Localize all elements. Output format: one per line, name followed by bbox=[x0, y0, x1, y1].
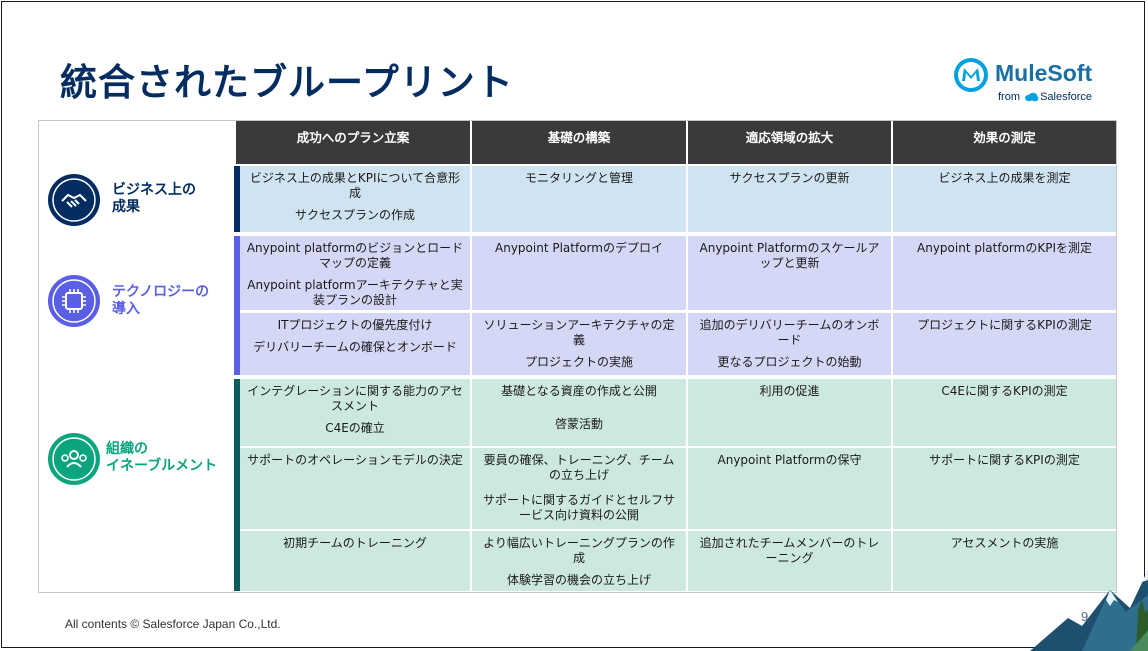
table-cell: サクセスプランの更新 bbox=[688, 166, 891, 232]
enablement-label-line1: 組織の bbox=[106, 441, 148, 457]
logo-from-text: from bbox=[998, 91, 1020, 103]
table-cell: Anypoint Platformのデプロイ bbox=[472, 236, 686, 310]
cell-item: C4Eの確立 bbox=[325, 421, 385, 435]
cell-item: 更なるプロジェクトの始動 bbox=[717, 355, 862, 369]
business-accent-bar bbox=[234, 166, 240, 232]
technology-label-line2: 導入 bbox=[112, 301, 140, 317]
header-foundation: 基礎の構築 bbox=[472, 121, 686, 164]
cell-item: ビジネス上の成果とKPIについて合意形成 bbox=[249, 171, 461, 200]
header-planning: 成功へのプラン立案 bbox=[236, 121, 470, 164]
table-cell: プロジェクトに関するKPIの測定 bbox=[893, 313, 1116, 375]
cell-item: デリバリーチームの確保とオンボード bbox=[253, 340, 457, 354]
table-cell: Anypoint Platformの保守 bbox=[688, 448, 891, 529]
table-cell: サポートのオペレーションモデルの決定 bbox=[240, 448, 470, 529]
cell-item: ソリューションアーキテクチャの定義 bbox=[483, 318, 675, 347]
blueprint-table bbox=[38, 120, 1117, 593]
table-cell: アセスメントの実施 bbox=[893, 531, 1116, 591]
technology-accent-bar bbox=[234, 236, 240, 375]
header-measurement: 効果の測定 bbox=[893, 121, 1116, 164]
salesforce-cloud-icon bbox=[1025, 92, 1039, 102]
table-cell: 基礎となる資産の作成と公開 啓蒙活動 bbox=[472, 379, 686, 446]
technology-label: テクノロジーの 導入 bbox=[112, 284, 209, 318]
cell-item: Anypoint platformのKPIを測定 bbox=[917, 241, 1092, 255]
mountain-illustration-icon bbox=[1030, 570, 1148, 651]
table-cell: ビジネス上の成果とKPIについて合意形成 サクセスプランの作成 bbox=[240, 166, 470, 232]
table-cell: インテグレーションに関する能力のアセスメント C4Eの確立 bbox=[240, 379, 470, 446]
cell-item: サポートに関するKPIの測定 bbox=[929, 453, 1080, 467]
cell-item: 追加のデリバリーチームのオンボード bbox=[699, 318, 880, 347]
cell-item: インテグレーションに関する能力のアセスメント bbox=[247, 384, 463, 413]
cell-item: 啓蒙活動 bbox=[554, 417, 603, 431]
cell-item: Anypoint platformアーキテクチャと実装プランの設計 bbox=[247, 278, 463, 307]
slide-title: 統合されたブループリント bbox=[60, 61, 514, 104]
cell-item: アセスメントの実施 bbox=[950, 536, 1059, 550]
technology-label-line1: テクノロジーの bbox=[112, 284, 210, 300]
enablement-accent-bar bbox=[234, 379, 240, 591]
table-cell: Anypoint platformのKPIを測定 bbox=[893, 236, 1116, 310]
chip-icon bbox=[48, 275, 100, 327]
table-cell: 要員の確保、トレーニング、チームの立ち上げ サポートに関するガイドとセルフサービ… bbox=[472, 448, 686, 529]
cell-item: Anypoint Platformの保守 bbox=[717, 453, 862, 467]
mulesoft-logo: MuleSoft from Salesforce bbox=[953, 55, 1103, 107]
business-label: ビジネス上の 成果 bbox=[112, 182, 196, 216]
logo-name: MuleSoft bbox=[995, 60, 1093, 86]
cell-item: Anypoint Platformのスケールアップと更新 bbox=[699, 241, 880, 270]
cell-item: 基礎となる資産の作成と公開 bbox=[501, 384, 657, 398]
cell-item: プロジェクトに関するKPIの測定 bbox=[917, 318, 1092, 332]
cell-item: サクセスプランの更新 bbox=[729, 171, 850, 185]
table-cell: ソリューションアーキテクチャの定義 プロジェクトの実施 bbox=[472, 313, 686, 375]
table-cell: ITプロジェクトの優先度付け デリバリーチームの確保とオンボード bbox=[240, 313, 470, 375]
table-cell: 初期チームのトレーニング bbox=[240, 531, 470, 591]
table-cell: 追加されたチームメンバーのトレーニング bbox=[688, 531, 891, 591]
cell-item: 体験学習の機会の立ち上げ bbox=[506, 573, 651, 587]
cell-item: サポートに関するガイドとセルフサービス向け資料の公開 bbox=[482, 493, 675, 522]
cell-item: より幅広いトレーニングプランの作成 bbox=[483, 536, 675, 565]
business-label-line2: 成果 bbox=[112, 199, 140, 215]
team-icon bbox=[48, 433, 100, 485]
table-cell: Anypoint platformのビジョンとロードマップの定義 Anypoin… bbox=[240, 236, 470, 310]
cell-item: C4Eに関するKPIの測定 bbox=[941, 384, 1068, 398]
table-cell: 追加のデリバリーチームのオンボード 更なるプロジェクトの始動 bbox=[688, 313, 891, 375]
footer-copyright: All contents © Salesforce Japan Co.,Ltd. bbox=[65, 617, 281, 631]
logo-brand-text: Salesforce bbox=[1040, 91, 1093, 103]
cell-item: 利用の促進 bbox=[759, 384, 820, 398]
cell-item: ビジネス上の成果を測定 bbox=[938, 171, 1071, 185]
table-cell: C4Eに関するKPIの測定 bbox=[893, 379, 1116, 446]
business-label-line1: ビジネス上の bbox=[112, 182, 196, 198]
logo-byline: from Salesforce bbox=[998, 91, 1092, 103]
cell-item: 追加されたチームメンバーのトレーニング bbox=[699, 536, 880, 565]
cell-item: Anypoint platformのビジョンとロードマップの定義 bbox=[246, 241, 464, 270]
cell-item: ITプロジェクトの優先度付け bbox=[277, 318, 433, 332]
table-cell: より幅広いトレーニングプランの作成 体験学習の機会の立ち上げ bbox=[472, 531, 686, 591]
table-cell: ビジネス上の成果を測定 bbox=[893, 166, 1116, 232]
cell-item: モニタリングと管理 bbox=[524, 171, 633, 185]
cell-item: Anypoint Platformのデプロイ bbox=[495, 241, 663, 255]
row-label-technology: テクノロジーの 導入 bbox=[40, 236, 234, 375]
table-cell: 利用の促進 bbox=[688, 379, 891, 446]
table-cell: サポートに関するKPIの測定 bbox=[893, 448, 1116, 529]
cell-item: プロジェクトの実施 bbox=[524, 355, 633, 369]
table-cell: Anypoint Platformのスケールアップと更新 bbox=[688, 236, 891, 310]
cell-item: 要員の確保、トレーニング、チームの立ち上げ bbox=[483, 453, 675, 482]
enablement-label: 組織の イネーブルメント bbox=[106, 441, 217, 475]
row-label-business: ビジネス上の 成果 bbox=[40, 166, 234, 232]
row-label-enablement: 組織の イネーブルメント bbox=[40, 379, 234, 591]
table-cell: モニタリングと管理 bbox=[472, 166, 686, 232]
cell-item: サポートのオペレーションモデルの決定 bbox=[247, 453, 463, 467]
handshake-icon bbox=[48, 174, 100, 226]
cell-item: サクセスプランの作成 bbox=[294, 208, 415, 222]
page-number: 9 bbox=[1081, 609, 1089, 624]
enablement-label-line2: イネーブルメント bbox=[106, 458, 218, 474]
header-expansion: 適応領域の拡大 bbox=[688, 121, 891, 164]
mulesoft-mark-icon bbox=[954, 58, 988, 92]
cell-item: 初期チームのトレーニング bbox=[283, 536, 427, 550]
